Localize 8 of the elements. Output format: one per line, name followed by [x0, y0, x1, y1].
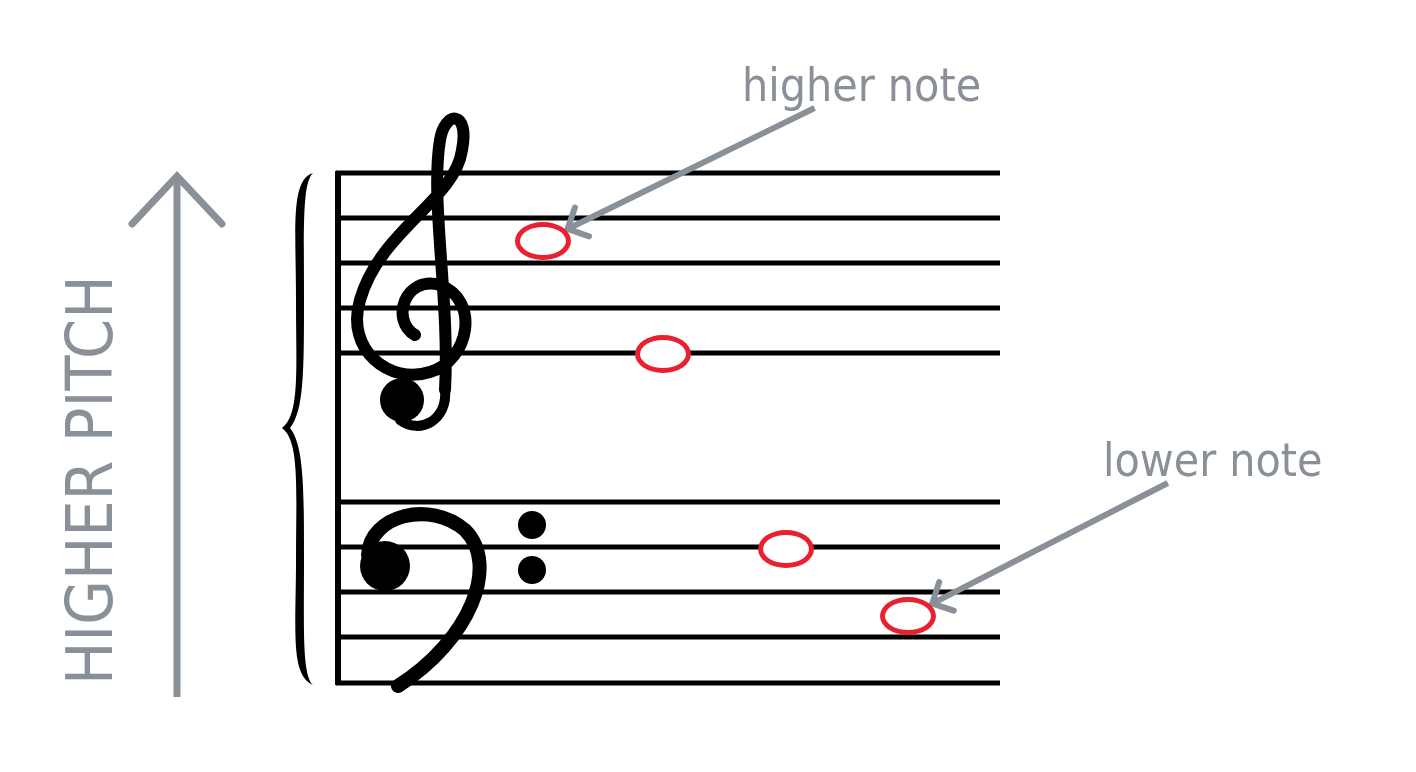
note-head [880, 597, 936, 635]
note-head [515, 222, 571, 260]
axis-label: HIGHER PITCH [58, 275, 122, 685]
leader-arrow [929, 480, 1170, 614]
note-head [758, 530, 814, 568]
note-head [635, 335, 691, 373]
note-label: lower note [1103, 437, 1323, 483]
leader-arrow [564, 105, 816, 240]
